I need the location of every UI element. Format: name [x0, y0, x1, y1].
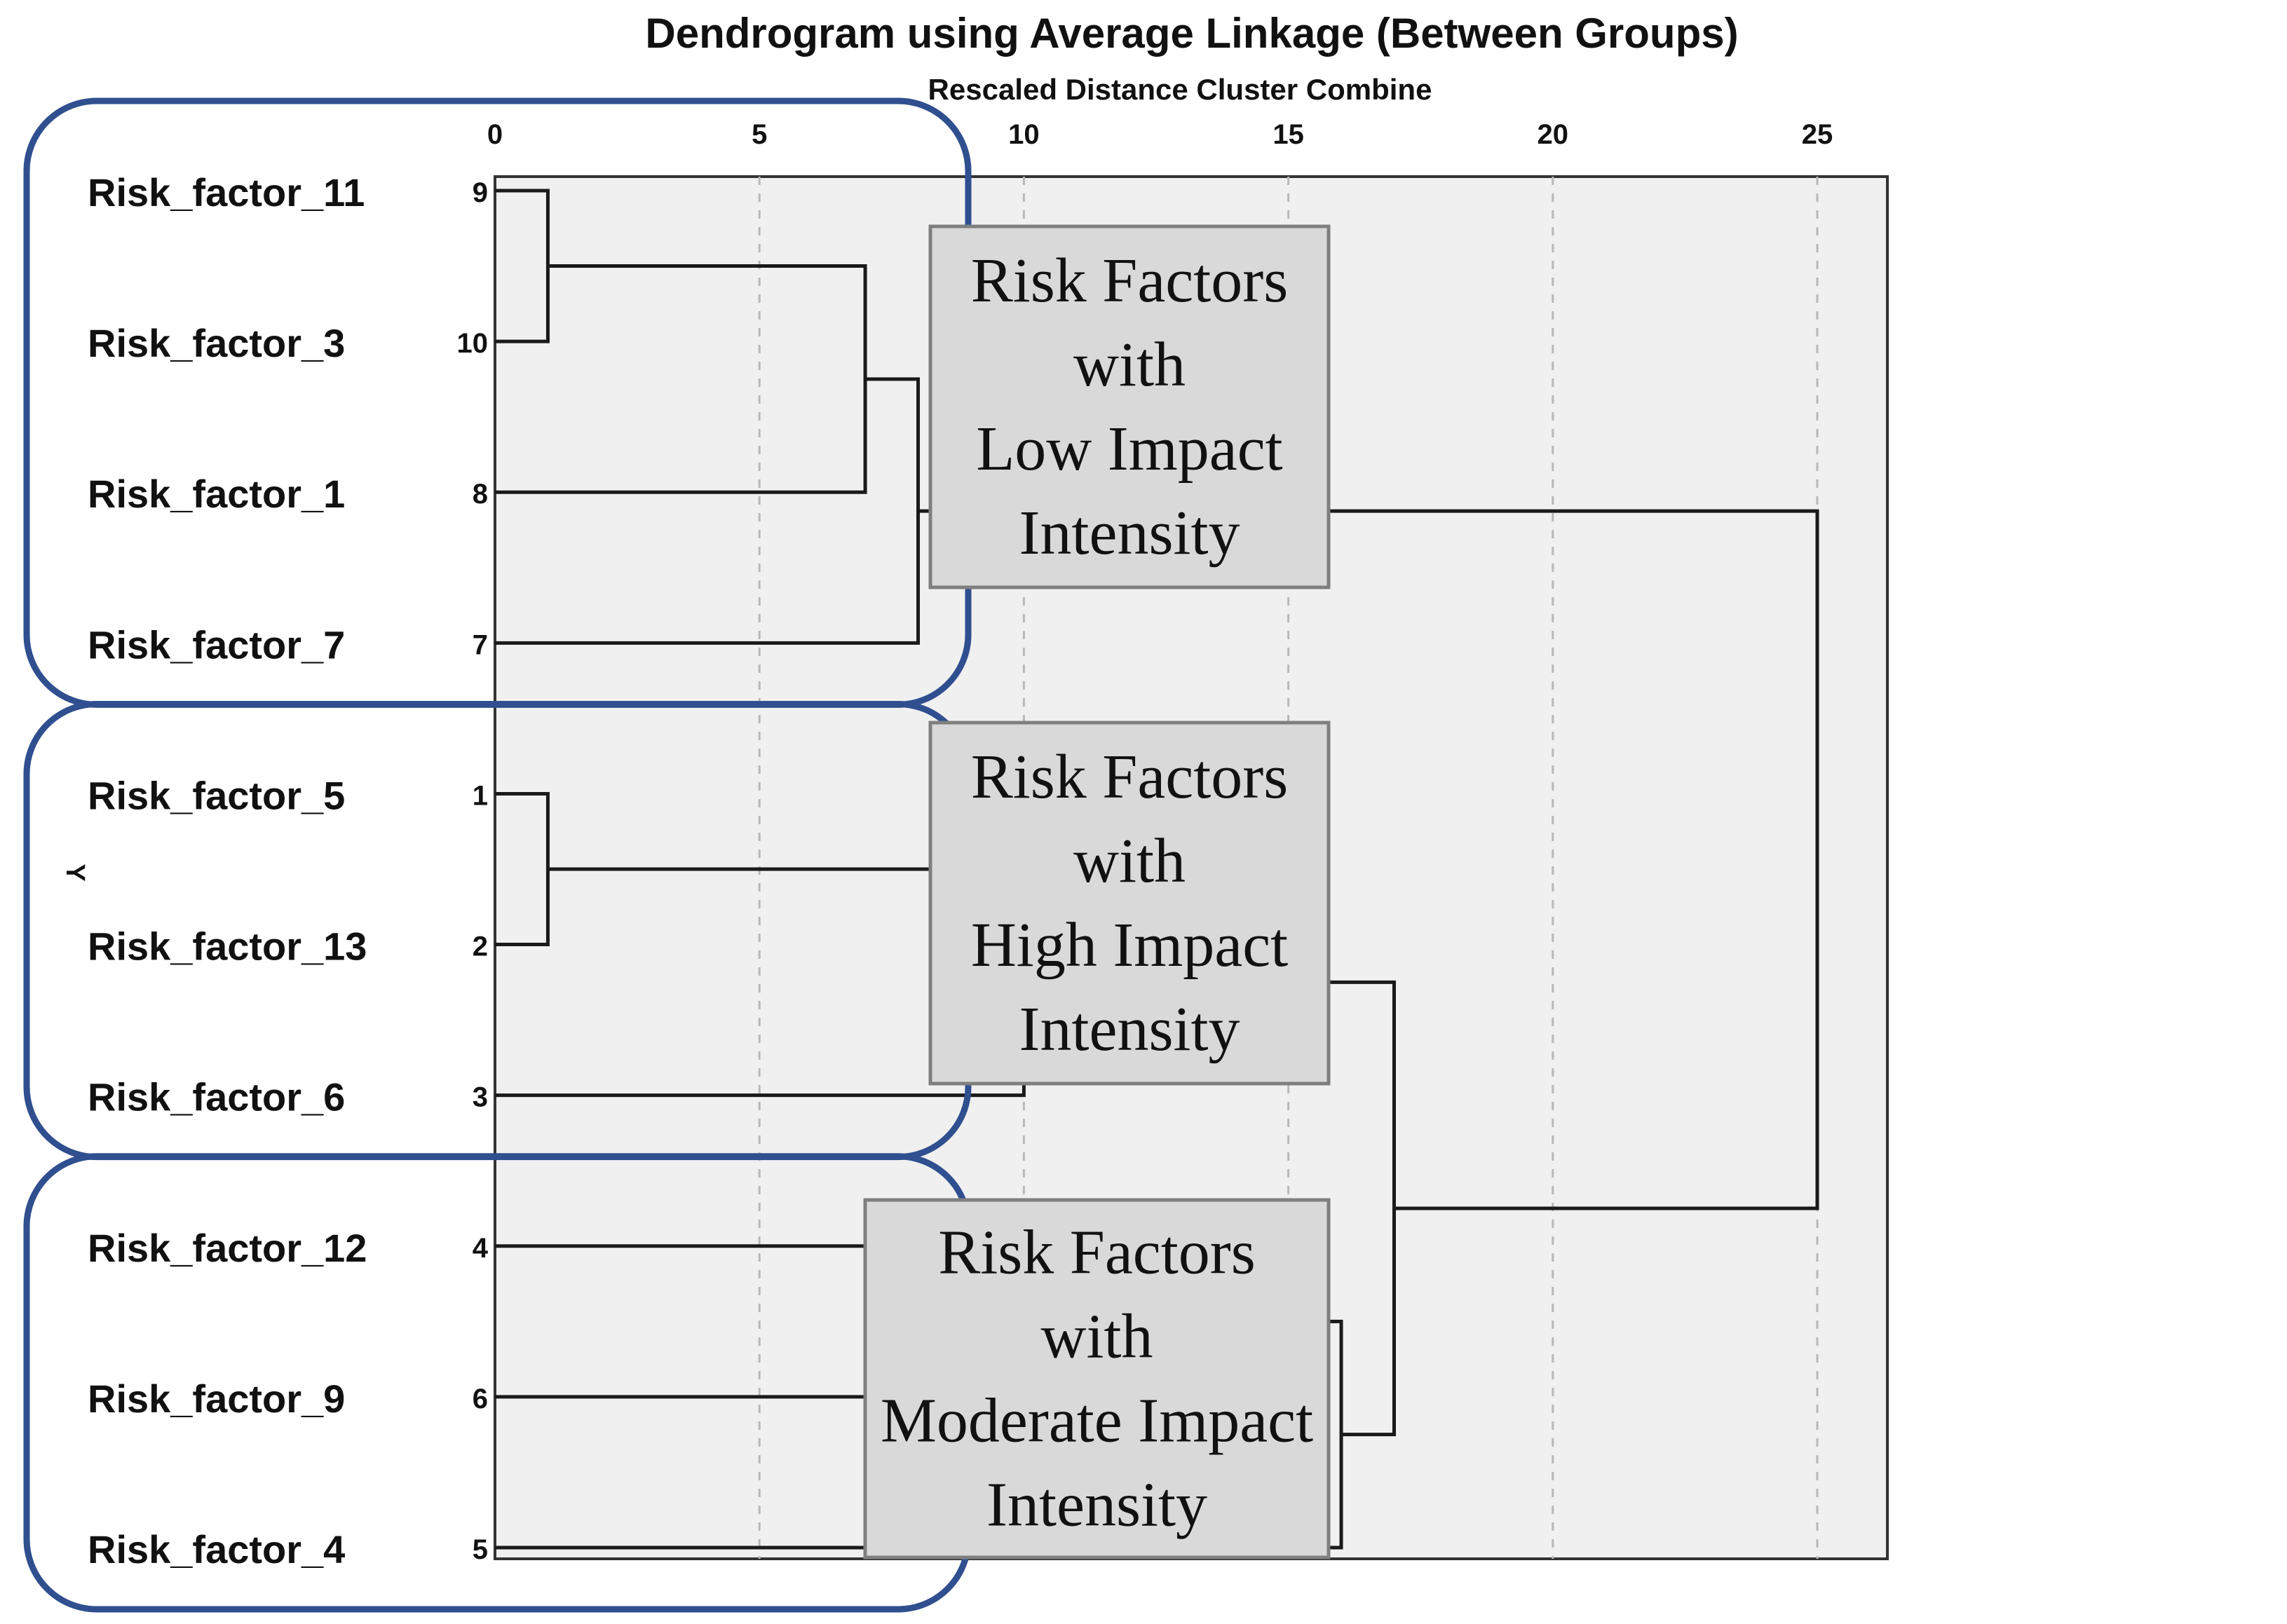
annotation-text-0-3: Intensity [1019, 498, 1240, 568]
leaf-label-6: Risk_factor_6 [88, 1075, 345, 1119]
annotation-text-2-2: Moderate Impact [881, 1386, 1313, 1456]
leaf-label-3: Risk_factor_7 [88, 622, 345, 667]
annotation-text-1-1: with [1073, 826, 1186, 896]
x-tick-label-2: 10 [1008, 119, 1040, 150]
leaf-case-number-5: 2 [473, 932, 488, 962]
annotation-text-0-0: Risk Factors [971, 246, 1289, 315]
annotation-box-1 [928, 721, 1331, 1086]
x-tick-label-1: 5 [752, 119, 767, 150]
x-tick-label-3: 15 [1273, 119, 1304, 150]
chart-title: Dendrogram using Average Linkage (Betwee… [645, 10, 1738, 57]
merge-link-8 [918, 509, 1819, 1210]
annotation-box-0 [928, 224, 1331, 589]
leaf-case-number-2: 8 [473, 479, 488, 510]
x-tick-label-4: 20 [1538, 119, 1569, 150]
annotation-text-1-2: High Impact [971, 910, 1288, 980]
annotation-box-2 [863, 1198, 1331, 1560]
annotation-text-2-0: Risk Factors [938, 1218, 1256, 1288]
x-axis-label: Rescaled Distance Cluster Combine [928, 73, 1432, 106]
leaf-label-5: Risk_factor_13 [88, 924, 367, 969]
leaf-case-number-1: 10 [457, 328, 489, 359]
leaf-case-number-4: 1 [473, 780, 488, 811]
leaf-label-1: Risk_factor_3 [88, 321, 345, 365]
leaf-case-number-6: 3 [473, 1082, 488, 1113]
leaf-case-number-0: 9 [473, 177, 488, 208]
annotation-text-1-3: Intensity [1019, 995, 1240, 1064]
leaf-case-number-7: 4 [473, 1233, 489, 1264]
y-axis-label: Y [60, 864, 90, 881]
leaf-label-4: Risk_factor_5 [88, 773, 345, 817]
leaf-label-7: Risk_factor_12 [88, 1226, 367, 1270]
x-tick-label-0: 0 [487, 119, 503, 150]
x-tick-label-5: 25 [1802, 119, 1833, 150]
leaf-label-0: Risk_factor_11 [88, 170, 365, 214]
leaf-case-number-3: 7 [473, 629, 488, 660]
annotation-text-0-1: with [1073, 330, 1186, 400]
leaf-case-number-9: 5 [473, 1534, 488, 1565]
leaf-label-9: Risk_factor_4 [88, 1527, 345, 1571]
annotation-text-2-3: Intensity [986, 1471, 1207, 1540]
leaf-label-2: Risk_factor_1 [88, 472, 345, 516]
leaf-label-8: Risk_factor_9 [88, 1377, 345, 1421]
annotation-text-1-0: Risk Factors [971, 742, 1289, 812]
annotation-text-0-2: Low Impact [976, 414, 1282, 484]
annotation-text-2-1: with [1040, 1302, 1153, 1372]
leaf-case-number-8: 6 [473, 1384, 488, 1414]
